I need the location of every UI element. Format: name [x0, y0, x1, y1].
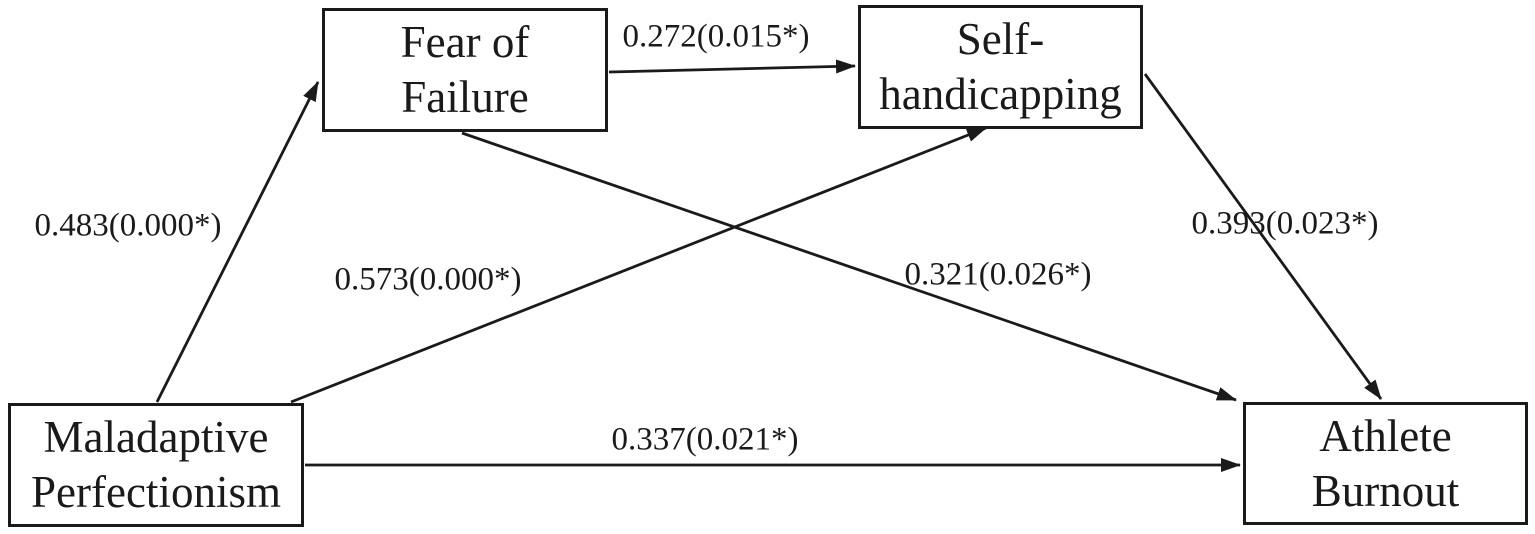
edge-label-mp-to-sh: 0.573(0.000*)	[334, 261, 522, 298]
node-label-line: Athlete	[1319, 410, 1452, 461]
node-label-line: Burnout	[1311, 465, 1460, 516]
arrow-fof-to-ab	[461, 131, 1237, 402]
node-label-line: handicapping	[879, 69, 1122, 119]
edge-label-mp-to-fof: 0.483(0.000*)	[34, 207, 222, 244]
node-label-line: Fear of	[400, 17, 530, 68]
node-label-line: Maladaptive	[43, 412, 269, 463]
node-fear-of-failure: Fear of Failure	[322, 8, 608, 132]
edge-label-fof-to-sh: 0.272(0.015*)	[622, 18, 810, 55]
arrow-mp-to-sh	[290, 126, 987, 404]
arrow-fof-to-sh	[608, 59, 856, 74]
edge-label-mp-to-ab: 0.337(0.021*)	[611, 421, 799, 458]
arrow-sh-to-ab	[1143, 73, 1383, 400]
node-label-line: Failure	[401, 72, 529, 122]
node-label-line: Perfectionism	[31, 467, 281, 517]
node-self-handicapping: Self- handicapping	[858, 5, 1143, 129]
node-label-line: Self-	[956, 14, 1045, 65]
node-maladaptive-perfectionism: Maladaptive Perfectionism	[8, 403, 304, 527]
edge-label-sh-to-ab: 0.393(0.023*)	[1191, 205, 1379, 242]
edge-label-fof-to-ab: 0.321(0.026*)	[904, 256, 1092, 293]
arrow-mp-to-fof	[155, 81, 320, 403]
node-athlete-burnout: Athlete Burnout	[1243, 402, 1528, 525]
